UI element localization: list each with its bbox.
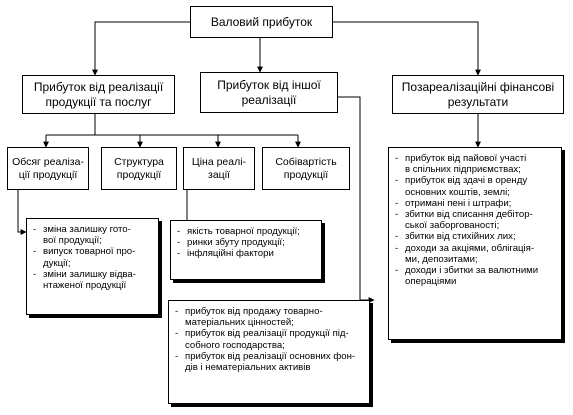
list-item: отримані пені і штрафи; bbox=[395, 198, 556, 209]
non-operating-label-line2: результати bbox=[447, 94, 509, 109]
sales-profit-label-line2: продукції та послуг bbox=[45, 94, 152, 109]
list-item: прибуток від реалізації продукції під-со… bbox=[175, 328, 364, 350]
list-item: зміни залишку відва-нтаженої продукції bbox=[33, 269, 153, 291]
sales-profit-box: Прибуток від реалізації продукції та пос… bbox=[22, 75, 175, 114]
other-sales-label-line2: реалізації bbox=[241, 92, 297, 107]
root-box: Валовий прибуток bbox=[190, 6, 333, 38]
sales-profit-label-line1: Прибуток від реалізації bbox=[33, 79, 164, 94]
sales-price-label-line2: зації bbox=[208, 168, 230, 181]
connector-root-to-non-operating bbox=[333, 21, 481, 76]
root-label: Валовий прибуток bbox=[210, 14, 313, 29]
list-item: інфляційні фактори bbox=[177, 248, 316, 259]
other-sales-items-box: прибуток від продажу товарно-матеріальни… bbox=[168, 300, 370, 404]
list-item: збитки від списання дебітор-ської заборг… bbox=[395, 209, 556, 231]
non-operating-box: Позареалізаційні фінансові результати bbox=[392, 75, 564, 114]
product-structure-box: Структура продукції bbox=[101, 147, 177, 190]
list-item: прибуток від продажу товарно-матеріальни… bbox=[175, 306, 364, 328]
list-item: прибуток від реалізації основних фон-дів… bbox=[175, 351, 364, 373]
list-item: збитки від стихійних лих; bbox=[395, 231, 556, 242]
list-item: доходи за акціями, облігація-ми, депозит… bbox=[395, 243, 556, 265]
volume-factors-box: зміна залишку гото-вої продукції; випуск… bbox=[26, 218, 159, 315]
sales-volume-label-line1: Обсяг реаліза- bbox=[12, 156, 84, 168]
connector-volume-to-factors bbox=[17, 190, 27, 235]
connector-root-to-sales bbox=[92, 21, 190, 76]
list-item: якість товарної продукції; bbox=[177, 226, 316, 237]
product-cost-label-line2: продукції bbox=[283, 168, 329, 181]
non-operating-label-line1: Позареалізаційні фінансові bbox=[401, 79, 555, 94]
connector-other-sales-to-items bbox=[338, 96, 375, 303]
connector-sales-bus bbox=[46, 114, 298, 136]
other-sales-box: Прибуток від іншої реалізації bbox=[200, 72, 338, 113]
other-sales-label-line1: Прибуток від іншої bbox=[217, 77, 321, 92]
product-structure-label-line1: Структура bbox=[114, 156, 164, 168]
sales-volume-box: Обсяг реаліза- ції продукції bbox=[7, 147, 89, 190]
list-item: випуск товарної про-дукції; bbox=[33, 246, 153, 268]
product-cost-label-line1: Собівартість bbox=[275, 156, 337, 168]
price-factors-box: якість товарної продукції; ринки збуту п… bbox=[170, 220, 322, 280]
list-item: зміна залишку гото-вої продукції; bbox=[33, 224, 153, 246]
sales-price-label-line1: Ціна реалі- bbox=[191, 156, 247, 168]
product-cost-box: Собівартість продукції bbox=[262, 147, 350, 190]
sales-price-box: Ціна реалі- зації bbox=[183, 147, 255, 190]
sales-volume-label-line2: ції продукції bbox=[18, 168, 78, 181]
list-item: ринки збуту продукції; bbox=[177, 237, 316, 248]
product-structure-label-line2: продукції bbox=[116, 168, 162, 181]
